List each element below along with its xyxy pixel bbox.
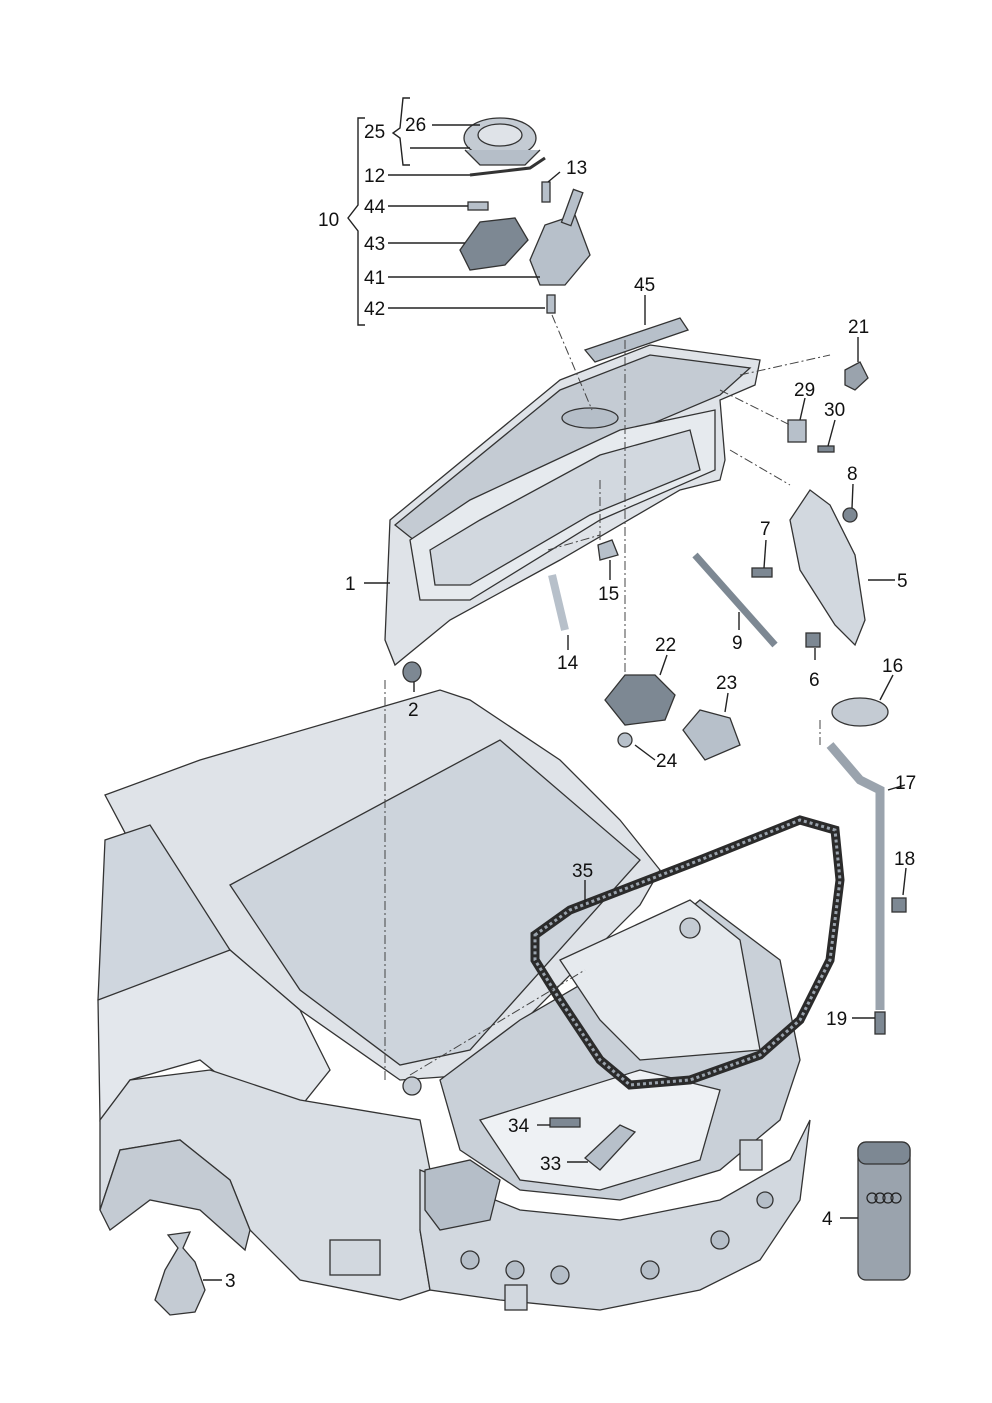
label-24: 24 xyxy=(656,751,678,772)
label-19: 19 xyxy=(826,1009,847,1030)
label-23: 23 xyxy=(716,673,737,694)
label-30: 30 xyxy=(824,400,845,421)
label-5: 5 xyxy=(897,571,908,592)
label-4: 4 xyxy=(822,1209,833,1230)
label-15: 15 xyxy=(598,584,619,605)
label-26: 26 xyxy=(405,115,426,136)
label-2: 2 xyxy=(408,700,419,721)
label-22: 22 xyxy=(655,635,676,656)
latch xyxy=(604,674,676,726)
spoiler-strip xyxy=(583,317,690,363)
label-7: 7 xyxy=(760,519,771,540)
hinge xyxy=(789,489,866,647)
parts-bag xyxy=(154,1231,206,1316)
label-1: 1 xyxy=(345,574,356,595)
label-21: 21 xyxy=(848,317,869,338)
label-3: 3 xyxy=(225,1271,236,1292)
trunk-lid xyxy=(384,344,761,667)
car-body xyxy=(97,689,811,1311)
label-29: 29 xyxy=(794,380,815,401)
assembly-lines xyxy=(384,314,831,1080)
label-13: 13 xyxy=(566,158,587,179)
label-12: 12 xyxy=(364,166,385,187)
label-9: 9 xyxy=(732,633,743,654)
label-25: 25 xyxy=(364,122,385,143)
label-16: 16 xyxy=(882,656,903,677)
label-6: 6 xyxy=(809,670,820,691)
label-34: 34 xyxy=(508,1116,530,1137)
label-14: 14 xyxy=(557,653,579,674)
label-42: 42 xyxy=(364,299,385,320)
label-45: 45 xyxy=(634,275,655,296)
lock-motor xyxy=(459,217,529,271)
label-18: 18 xyxy=(894,849,915,870)
leader-lines xyxy=(203,97,907,1281)
part-labels: 26 25 12 13 44 10 43 41 42 45 21 29 30 8… xyxy=(225,115,916,1292)
label-43: 43 xyxy=(364,234,385,255)
label-8: 8 xyxy=(847,464,858,485)
label-33: 33 xyxy=(540,1154,561,1175)
label-41: 41 xyxy=(364,268,385,289)
label-17: 17 xyxy=(895,773,916,794)
label-10: 10 xyxy=(318,210,339,231)
label-44: 44 xyxy=(364,197,386,218)
lock-cylinder xyxy=(529,214,591,286)
label-35: 35 xyxy=(572,861,593,882)
